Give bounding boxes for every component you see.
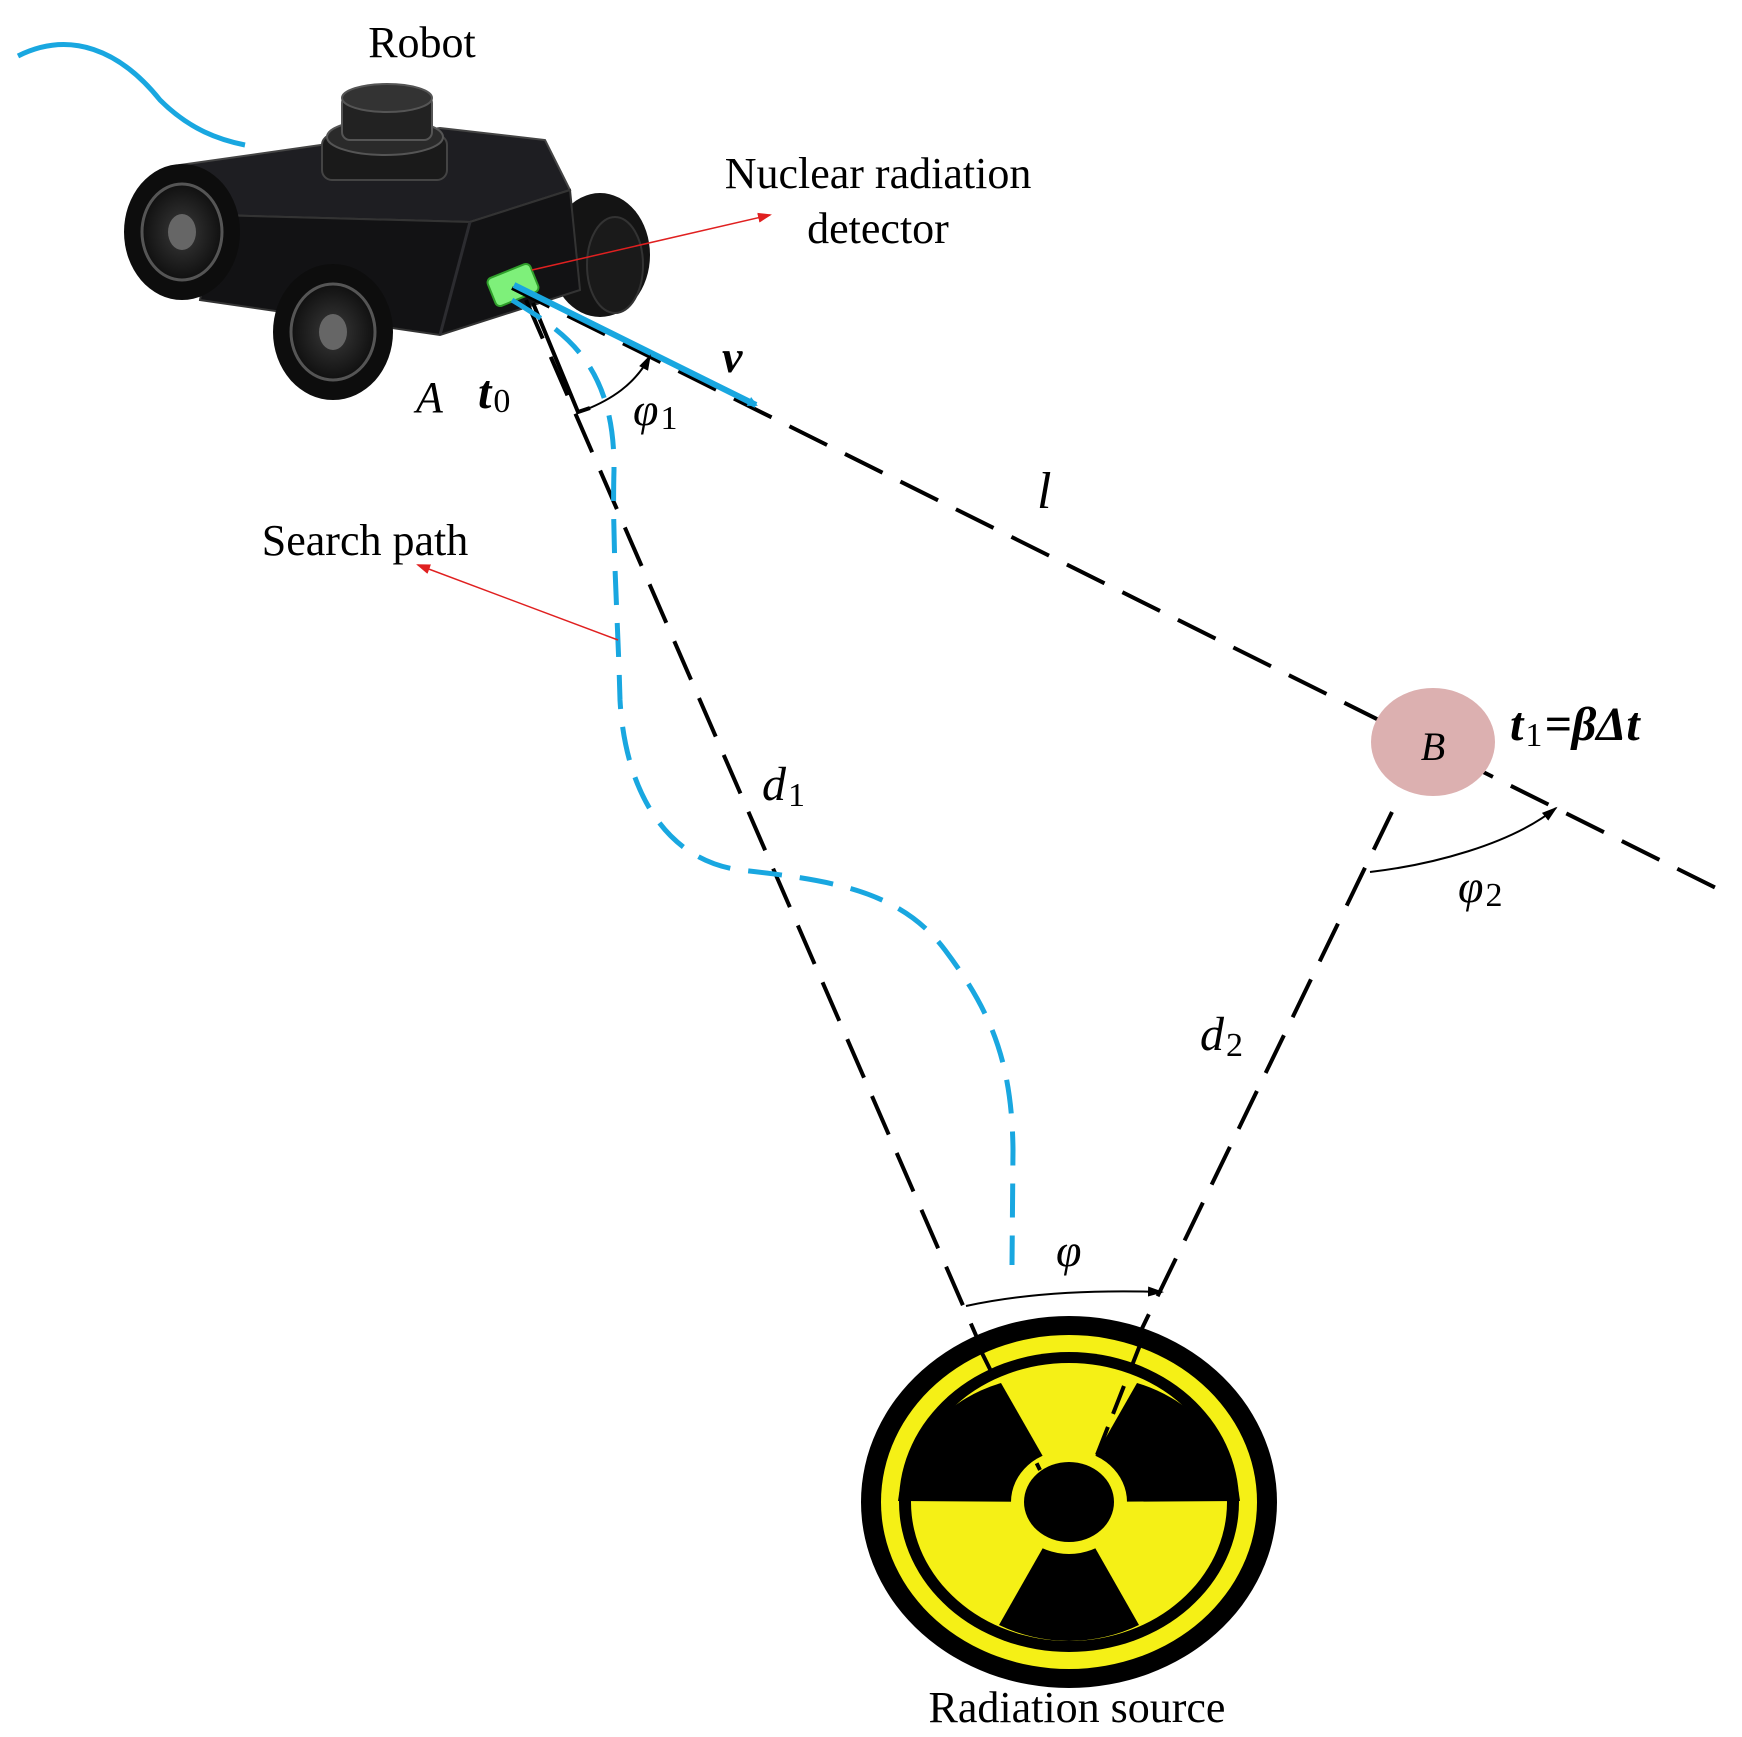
robot-icon: [16, 42, 650, 400]
point-a-label: A: [413, 373, 444, 422]
phi1-sub: 1: [660, 400, 677, 437]
line-d1-inner: [976, 1344, 1042, 1471]
line-l-label: l: [1037, 463, 1051, 520]
radiation-source-label: Radiation source: [929, 1683, 1226, 1732]
point-b-label: B: [1421, 724, 1445, 769]
detector-leader: [531, 212, 772, 271]
robot-label: Robot: [368, 18, 476, 67]
search-path-label: Search path: [262, 516, 468, 565]
phi1-base: φ: [633, 384, 658, 435]
detector-label-line1: Nuclear radiation: [725, 149, 1032, 198]
phi1-arc: [584, 354, 651, 411]
velocity-arrow: [512, 282, 758, 408]
detector-label-line2: detector: [807, 204, 949, 253]
phi2-label: φ2: [1458, 861, 1502, 914]
search-path: [510, 297, 1016, 1266]
d2-sub: 2: [1226, 1027, 1243, 1064]
phi1-label: φ1: [633, 384, 677, 437]
line-l: [511, 286, 1731, 897]
d1-label: d1: [762, 758, 805, 814]
phi-label: φ: [1056, 1225, 1081, 1276]
t0-base: t: [478, 366, 493, 419]
d2-label: d2: [1200, 1008, 1243, 1064]
point-b-marker: [1371, 688, 1495, 796]
robot-cable: [16, 42, 246, 148]
phi2-sub: 2: [1485, 877, 1502, 914]
phi2-base: φ: [1458, 861, 1483, 912]
geometry-lines: [511, 286, 1731, 1441]
phi-arc: [965, 1286, 1164, 1307]
d1-sub: 1: [788, 777, 805, 814]
phi2-arc: [1369, 806, 1558, 873]
t0-label: t0: [478, 366, 510, 420]
t1-sub: 1: [1525, 717, 1542, 754]
t0-sub: 0: [493, 383, 510, 420]
t1-label: t1=βΔt: [1510, 698, 1641, 754]
line-d2-inner: [1093, 1344, 1142, 1461]
d2-base: d: [1200, 1008, 1225, 1061]
velocity-label: v: [722, 331, 743, 382]
radiation-source-icon: [861, 1316, 1277, 1688]
t1-rest: =βΔt: [1544, 698, 1641, 751]
d1-base: d: [762, 758, 787, 811]
t1-base: t: [1510, 698, 1525, 751]
line-d1: [524, 299, 980, 1341]
search-path-leader: [416, 564, 619, 641]
